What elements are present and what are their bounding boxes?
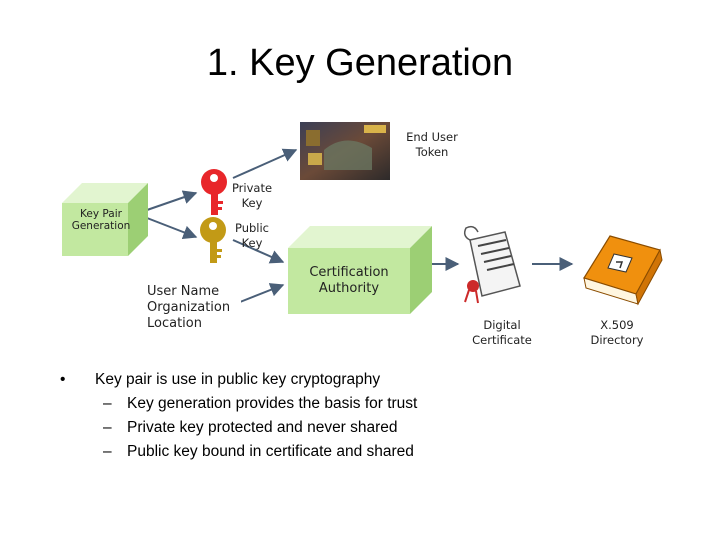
- token-card-image: [300, 122, 390, 180]
- slide-title: 1. Key Generation: [206, 42, 514, 84]
- sub-bullet-2: –Private key protected and never shared: [103, 419, 398, 436]
- arrow-to-token: [232, 148, 298, 179]
- public-key-icon: [200, 217, 226, 263]
- arrow-to-ca-from-key: [232, 239, 285, 264]
- arrow-to-private-key: [146, 190, 198, 211]
- digital-certificate-icon: [463, 225, 521, 304]
- key-pair-generation-cube: [62, 183, 148, 256]
- certification-authority-cube: [288, 226, 432, 314]
- bullet-dot: •: [60, 371, 66, 388]
- sub-bullet-1: –Key generation provides the basis for t…: [103, 395, 418, 412]
- arrow-to-ca-from-user: [239, 283, 285, 303]
- bullet-main-text: Key pair is use in public key cryptograp…: [95, 371, 381, 388]
- arrow-to-public-key: [146, 217, 198, 239]
- private-key-icon: [201, 169, 227, 215]
- arrows: [146, 148, 574, 303]
- sub-bullet-3: –Public key bound in certificate and sha…: [103, 443, 414, 460]
- x509-directory-book-icon: [583, 235, 663, 306]
